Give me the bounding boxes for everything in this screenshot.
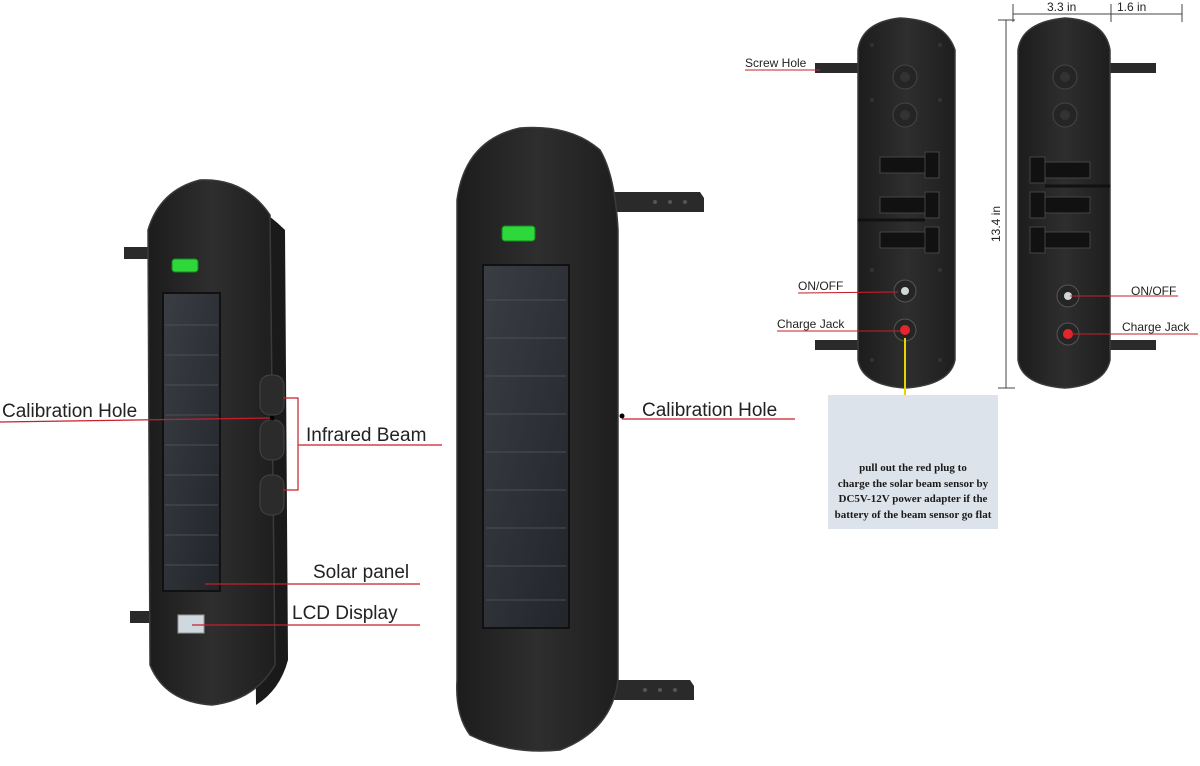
dimension-width-label: 3.3 in bbox=[1047, 0, 1077, 14]
lcd-display-label: LCD Display bbox=[292, 603, 398, 624]
back-a-leader-lines bbox=[745, 69, 900, 332]
charging-note: pull out the red plug to charge the sola… bbox=[828, 395, 998, 529]
solar-cell-lines bbox=[486, 299, 566, 601]
solar-panel bbox=[162, 292, 221, 592]
ir-lens-2 bbox=[259, 419, 285, 461]
on-off-label-left: ON/OFF bbox=[798, 279, 844, 293]
calibration-hole-label: Calibration Hole bbox=[2, 401, 138, 422]
note-line: charge the solar beam sensor by bbox=[837, 477, 989, 490]
bracket-top bbox=[124, 247, 152, 259]
charge-jack-label-right: Charge Jack bbox=[1122, 320, 1190, 334]
middle-sensor bbox=[456, 126, 704, 752]
lcd-display bbox=[177, 614, 205, 634]
solar-cell-lines bbox=[165, 324, 218, 566]
solar-panel-label: Solar panel bbox=[313, 562, 410, 583]
note-line: battery of the beam sensor go flat bbox=[834, 508, 992, 521]
left-sensor bbox=[124, 179, 288, 706]
screw-hole-label: Screw Hole bbox=[745, 56, 807, 70]
calibration-hole-dot bbox=[269, 415, 275, 421]
dimension-lines bbox=[998, 4, 1183, 389]
bracket-top-right bbox=[600, 192, 704, 212]
left-leader-lines bbox=[0, 397, 442, 626]
calibration-hole-dot bbox=[619, 413, 625, 419]
infrared-beam-label: Infrared Beam bbox=[306, 425, 427, 446]
dimension-depth-label: 1.6 in bbox=[1117, 0, 1147, 14]
level-bubble bbox=[171, 258, 199, 273]
back-b-leader-lines bbox=[1070, 295, 1198, 335]
calibration-hole-label-middle: Calibration Hole bbox=[642, 400, 778, 421]
dimension-height-label: 13.4 in bbox=[989, 205, 1003, 242]
level-bubble bbox=[501, 225, 536, 242]
back-view-left bbox=[815, 17, 956, 389]
on-off-label-right: ON/OFF bbox=[1131, 284, 1177, 298]
note-line: pull out the red plug to bbox=[859, 462, 967, 474]
ir-lens-3 bbox=[259, 474, 285, 516]
ir-lens-1 bbox=[259, 374, 285, 416]
charge-jack-label-left: Charge Jack bbox=[777, 317, 845, 331]
solar-panel bbox=[482, 264, 570, 629]
note-line: DC5V-12V power adapter if the bbox=[838, 493, 988, 505]
charging-note-text: pull out the red plug to charge the sola… bbox=[828, 461, 998, 523]
